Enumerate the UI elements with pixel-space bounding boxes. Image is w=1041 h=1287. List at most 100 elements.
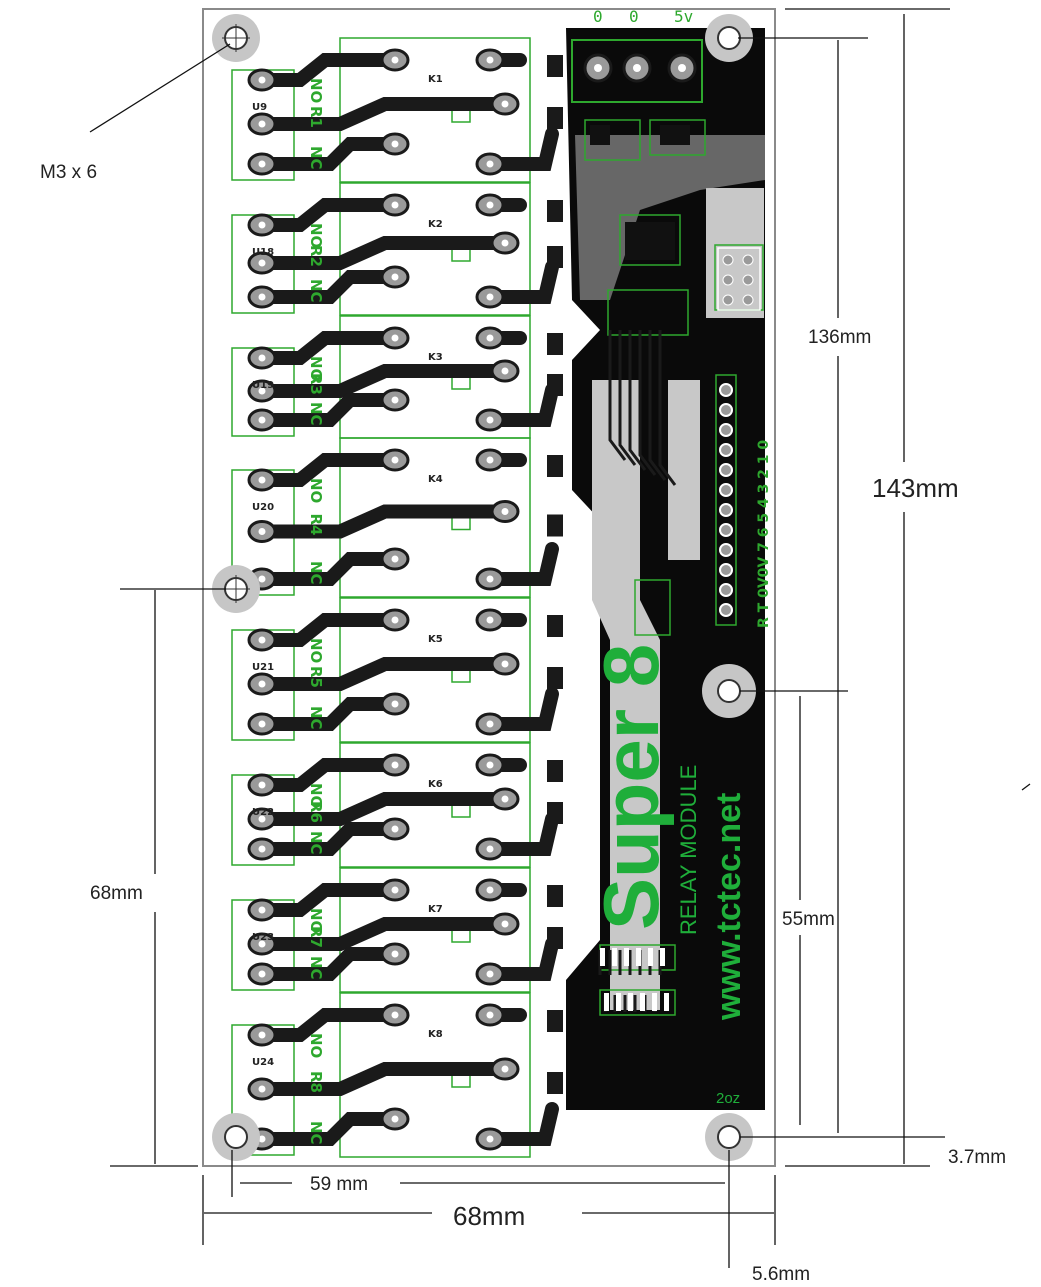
smd-resistor bbox=[547, 1010, 563, 1032]
copper-trace bbox=[483, 1102, 559, 1146]
power-header-pads bbox=[583, 53, 697, 83]
smd-resistor bbox=[547, 885, 563, 907]
pad-drill bbox=[391, 950, 399, 958]
copper-trace bbox=[255, 917, 512, 951]
smd-resistor bbox=[547, 615, 563, 637]
label-height-lower-left: 68mm bbox=[90, 883, 143, 904]
pad-drill bbox=[258, 970, 266, 978]
smd-resistor bbox=[547, 760, 563, 782]
control-ics-fill bbox=[590, 125, 690, 260]
pad-drill bbox=[391, 761, 399, 769]
product-subtitle: RELAY MODULE bbox=[676, 765, 701, 935]
copper-trace bbox=[255, 758, 402, 792]
pad-drill bbox=[486, 160, 494, 168]
copper-trace bbox=[255, 792, 512, 826]
icsp-header bbox=[717, 247, 761, 311]
smd-resistor bbox=[547, 200, 563, 222]
pad-drill bbox=[258, 416, 266, 424]
pad-drill bbox=[486, 886, 494, 894]
copper-trace bbox=[255, 552, 402, 586]
pad-drill bbox=[486, 720, 494, 728]
relay-name-label: R1 bbox=[307, 106, 325, 128]
relay-outline bbox=[339, 37, 531, 183]
copper-trace bbox=[255, 504, 512, 539]
smd-diode bbox=[547, 514, 563, 537]
pad-drill bbox=[258, 354, 266, 362]
pad-drill bbox=[258, 1135, 266, 1143]
pad-drill bbox=[258, 221, 266, 229]
connector-designator: U20 bbox=[252, 502, 274, 513]
copper-trace bbox=[255, 697, 402, 731]
copper-trace bbox=[255, 331, 402, 365]
mounting-hole-bottom-right bbox=[705, 1113, 753, 1161]
copper-trace bbox=[255, 613, 402, 647]
pad-drill bbox=[501, 367, 509, 375]
mounting-hole-mid-right bbox=[702, 664, 756, 718]
relay-no-label: NO bbox=[307, 1033, 325, 1058]
smd-diode bbox=[547, 246, 563, 268]
relay-outline bbox=[339, 742, 531, 868]
copper-trace bbox=[255, 657, 512, 691]
power-label-0a: 0 bbox=[593, 7, 603, 26]
copper-trace bbox=[483, 812, 559, 856]
pad-drill bbox=[486, 334, 494, 342]
pad-drill bbox=[486, 201, 494, 209]
relay-name-label: R7 bbox=[307, 926, 325, 948]
pad-drill bbox=[258, 259, 266, 267]
pad-drill bbox=[486, 616, 494, 624]
relay-designator: K2 bbox=[428, 219, 443, 230]
smd-diode bbox=[547, 667, 563, 689]
copper-trace bbox=[255, 1062, 512, 1096]
copper-trace bbox=[483, 687, 559, 731]
relay-no-label: NO bbox=[307, 908, 325, 933]
pad-drill bbox=[501, 239, 509, 247]
plane-cutout bbox=[592, 380, 660, 1010]
smd-resistor bbox=[547, 455, 563, 477]
smd-diode bbox=[547, 107, 563, 129]
label-mount-screw: M3 x 6 bbox=[40, 162, 97, 183]
pad-drill bbox=[258, 845, 266, 853]
power-label-5v: 5v bbox=[674, 7, 693, 26]
pad-drill bbox=[486, 416, 494, 424]
relay-no-label: NO bbox=[307, 478, 325, 503]
relay-nc-label: NC bbox=[307, 279, 325, 303]
copper-trace bbox=[255, 236, 512, 270]
side-header-labels: R T 0V0V 7 6 5 4 3 2 1 0 bbox=[756, 440, 772, 628]
copper-trace bbox=[255, 97, 512, 131]
relay-no-label: NO bbox=[307, 638, 325, 663]
relay-outline bbox=[339, 182, 531, 316]
plane-cutout bbox=[575, 135, 765, 300]
pad-drill bbox=[391, 1115, 399, 1123]
smd-diode bbox=[547, 927, 563, 949]
mounting-hole-bottom-left bbox=[212, 1113, 260, 1161]
pad-drill bbox=[391, 456, 399, 464]
relay-designator: K8 bbox=[428, 1029, 443, 1040]
pad-drill bbox=[258, 815, 266, 823]
control-ics bbox=[584, 119, 764, 1016]
website-label: www.tctec.net bbox=[710, 793, 748, 1021]
pad-drill bbox=[501, 660, 509, 668]
copper-trace bbox=[255, 453, 402, 487]
copper-trace bbox=[483, 260, 559, 304]
pad-drill bbox=[258, 781, 266, 789]
copper-trace bbox=[483, 383, 559, 427]
relay-designator: K5 bbox=[428, 634, 443, 645]
pad-drill bbox=[501, 795, 509, 803]
copper-trace bbox=[255, 198, 402, 232]
pad-drill bbox=[391, 56, 399, 64]
pad-drill bbox=[258, 636, 266, 644]
relay-no-label: NO bbox=[307, 78, 325, 103]
pad-drill bbox=[391, 825, 399, 833]
ic-pins bbox=[600, 948, 669, 1011]
pad-drill bbox=[486, 970, 494, 978]
relay-name-label: R4 bbox=[307, 514, 325, 536]
copper-weight-label: 2oz bbox=[716, 1090, 740, 1107]
pad-drill bbox=[258, 1031, 266, 1039]
